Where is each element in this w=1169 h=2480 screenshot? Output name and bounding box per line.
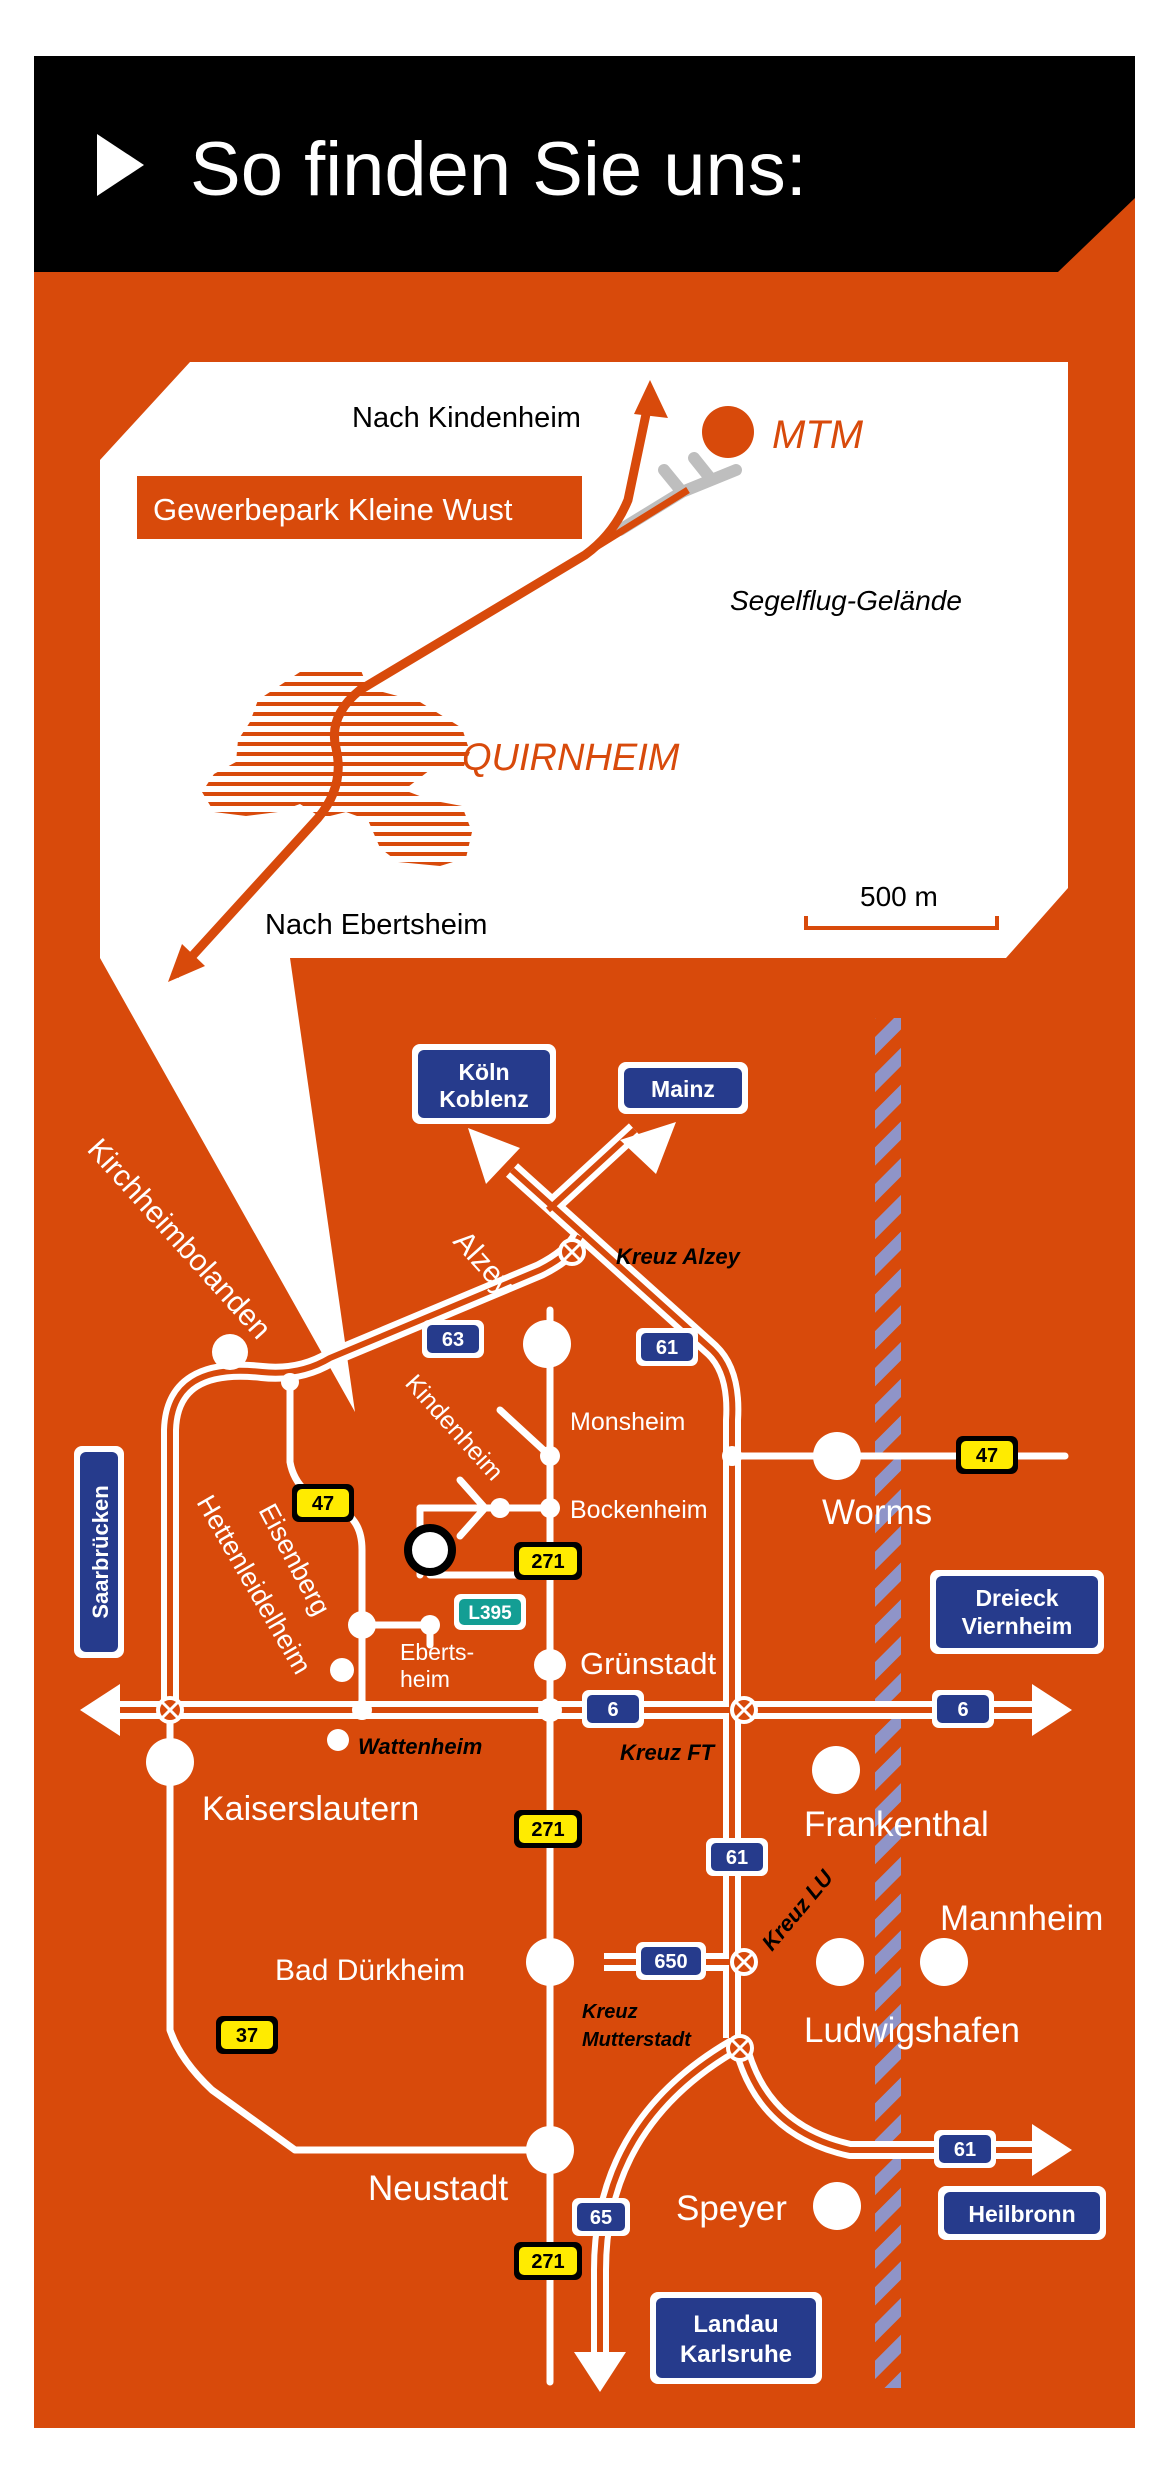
shield-b47-east: 47 bbox=[956, 1436, 1018, 1474]
sign-mainz: Mainz bbox=[618, 1062, 748, 1114]
svg-text:271: 271 bbox=[531, 1551, 564, 1573]
scale-label: 500 m bbox=[860, 881, 938, 912]
sign-heilbronn: Heilbronn bbox=[938, 2186, 1106, 2240]
svg-text:650: 650 bbox=[654, 1951, 687, 1973]
label-mannheim: Mannheim bbox=[940, 1899, 1103, 1938]
svg-text:Landau: Landau bbox=[693, 2311, 778, 2338]
label-ludwigshafen: Ludwigshafen bbox=[804, 2011, 1020, 2050]
svg-text:63: 63 bbox=[442, 1329, 464, 1351]
label-kreuz-alzey: Kreuz Alzey bbox=[616, 1244, 742, 1269]
svg-text:L395: L395 bbox=[468, 1603, 512, 1624]
arrow-south-karlsruhe-icon bbox=[574, 2352, 626, 2392]
label-ebertsheim-2: heim bbox=[400, 1666, 450, 1692]
svg-text:65: 65 bbox=[590, 2207, 612, 2229]
arrow-west-icon bbox=[80, 1684, 120, 1736]
label-kreuz-ft: Kreuz FT bbox=[620, 1740, 716, 1765]
shield-a65: 65 bbox=[572, 2198, 630, 2236]
sign-saarbruecken: Saarbrücken bbox=[74, 1446, 124, 1658]
label-kreuz-mutterstadt-2: Mutterstadt bbox=[582, 2029, 692, 2051]
interchange-crosses bbox=[160, 1242, 754, 2058]
shield-a6-mid: 6 bbox=[582, 1690, 644, 1728]
label-kaiserslautern: Kaiserslautern bbox=[202, 1790, 419, 1828]
svg-text:Köln: Köln bbox=[458, 1059, 509, 1085]
svg-text:47: 47 bbox=[976, 1445, 998, 1467]
label-ebertsheim-1: Eberts- bbox=[400, 1639, 474, 1665]
label-kreuz-mutterstadt-1: Kreuz bbox=[582, 2001, 638, 2023]
label-worms: Worms bbox=[822, 1493, 932, 1532]
scale-bar bbox=[804, 916, 999, 930]
shield-a61-south: 61 bbox=[934, 2130, 996, 2168]
svg-text:Viernheim: Viernheim bbox=[962, 1613, 1073, 1639]
label-frankenthal: Frankenthal bbox=[804, 1805, 989, 1844]
svg-text:37: 37 bbox=[236, 2025, 258, 2047]
label-bad-duerkheim: Bad Dürkheim bbox=[275, 1954, 465, 1987]
header-bar bbox=[34, 56, 1135, 272]
shield-a61-north: 61 bbox=[636, 1328, 698, 1366]
svg-text:Karlsruhe: Karlsruhe bbox=[680, 2341, 792, 2368]
page-title: So finden Sie uns: bbox=[190, 127, 807, 212]
shield-l395: L395 bbox=[454, 1594, 526, 1630]
svg-text:271: 271 bbox=[531, 2251, 564, 2273]
arrow-mainz-icon bbox=[620, 1122, 676, 1174]
detail-map-panel bbox=[100, 362, 1068, 1412]
label-wattenheim: Wattenheim bbox=[358, 1734, 482, 1759]
shield-a650: 650 bbox=[636, 1942, 706, 1980]
svg-text:47: 47 bbox=[312, 1493, 334, 1515]
sign-landau-karlsruhe: Landau Karlsruhe bbox=[650, 2292, 822, 2384]
svg-text:Koblenz: Koblenz bbox=[439, 1086, 528, 1112]
motorway-centerlines bbox=[105, 1127, 1040, 2355]
svg-text:Mainz: Mainz bbox=[651, 1076, 715, 1102]
town-dots bbox=[146, 1320, 968, 2230]
svg-text:Dreieck: Dreieck bbox=[975, 1585, 1058, 1611]
label-monsheim: Monsheim bbox=[570, 1408, 685, 1436]
svg-text:6: 6 bbox=[607, 1699, 618, 1721]
label-neustadt: Neustadt bbox=[368, 2169, 508, 2208]
svg-text:Heilbronn: Heilbronn bbox=[968, 2201, 1075, 2227]
shield-a61-mid: 61 bbox=[706, 1838, 768, 1876]
to-ebertsheim-label: Nach Ebertsheim bbox=[265, 909, 487, 941]
arrow-north-icon bbox=[634, 380, 668, 418]
location-marker bbox=[404, 1524, 456, 1576]
svg-text:61: 61 bbox=[656, 1337, 678, 1359]
shield-b47-west: 47 bbox=[292, 1484, 354, 1522]
quirnheim-label: QUIRNHEIM bbox=[462, 737, 680, 779]
arrow-east-icon bbox=[1032, 1684, 1072, 1736]
arrow-south-icon bbox=[168, 944, 205, 982]
business-park-box bbox=[137, 476, 582, 539]
shield-a63: 63 bbox=[422, 1320, 484, 1358]
svg-text:Saarbrücken: Saarbrücken bbox=[88, 1485, 113, 1618]
arrow-heilbronn-icon bbox=[1032, 2124, 1072, 2176]
route-line bbox=[171, 394, 655, 979]
sign-dreieck-viernheim: Dreieck Viernheim bbox=[930, 1570, 1104, 1654]
svg-text:61: 61 bbox=[726, 1847, 748, 1869]
roads bbox=[166, 1306, 1069, 2386]
shield-b271-north: 271 bbox=[514, 1542, 582, 1580]
shield-a6-east: 6 bbox=[932, 1690, 994, 1728]
label-gruenstadt: Grünstadt bbox=[580, 1646, 717, 1681]
mtm-location-marker bbox=[702, 406, 754, 458]
business-park-label: Gewerbepark Kleine Wust bbox=[153, 492, 513, 527]
shield-b271-mid: 271 bbox=[514, 1810, 582, 1848]
svg-text:6: 6 bbox=[957, 1699, 968, 1721]
shield-b37: 37 bbox=[216, 2016, 278, 2054]
shield-b271-south: 271 bbox=[514, 2242, 582, 2280]
svg-text:271: 271 bbox=[531, 1819, 564, 1841]
label-speyer: Speyer bbox=[676, 2189, 787, 2228]
label-bockenheim: Bockenheim bbox=[570, 1496, 708, 1524]
play-triangle-icon bbox=[97, 134, 144, 196]
svg-text:61: 61 bbox=[954, 2139, 976, 2161]
route-branch bbox=[586, 487, 690, 555]
mtm-label: MTM bbox=[772, 413, 864, 457]
to-kindenheim-label: Nach Kindenheim bbox=[352, 402, 581, 434]
sign-koeln-koblenz: Köln Koblenz bbox=[412, 1044, 556, 1124]
arrow-koeln-icon bbox=[468, 1128, 520, 1184]
airfield-label: Segelflug-Gelände bbox=[730, 585, 962, 616]
